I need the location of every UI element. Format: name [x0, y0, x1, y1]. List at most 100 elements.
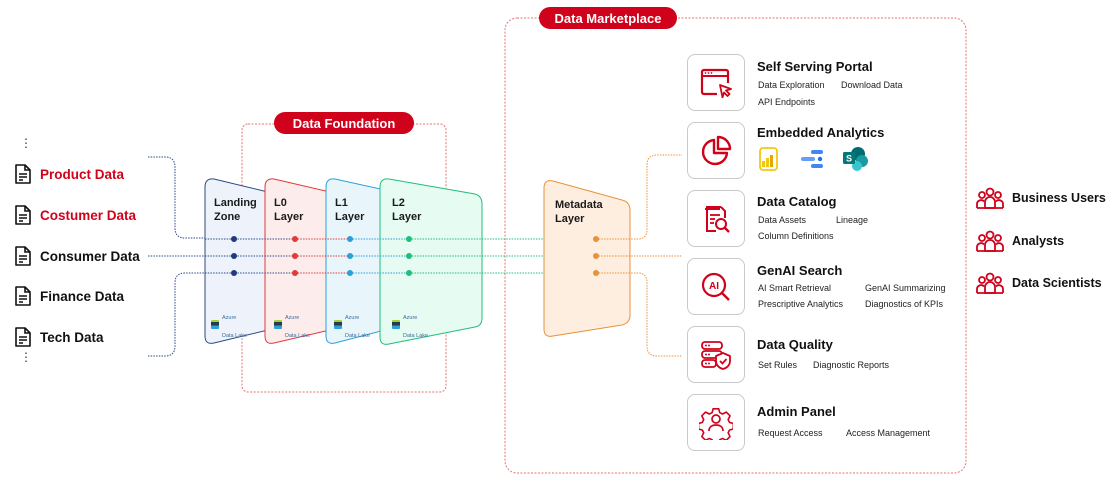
svg-text:S: S — [846, 154, 852, 164]
more-sources-top-icon: ⋮ — [20, 136, 32, 150]
l1-dot-1 — [347, 236, 353, 242]
azure-data-lake-icon — [334, 319, 342, 329]
azure-data-lake-icon — [211, 319, 219, 329]
l2-dot-1 — [406, 236, 412, 242]
service-feature: Lineage — [836, 215, 869, 225]
l1-dot-3 — [347, 270, 353, 276]
document-icon — [15, 205, 31, 225]
service-feature: Download Data — [841, 80, 903, 90]
sharepoint-icon: S — [843, 147, 868, 171]
user-group-icon — [976, 272, 1004, 294]
metadata-dot-2 — [593, 253, 599, 259]
storage-line2: Data Lake — [345, 333, 371, 339]
service-feature: GenAI Summarizing — [865, 283, 946, 293]
storage-line2: Data Lake — [403, 333, 429, 339]
data-quality-card[interactable] — [687, 326, 745, 383]
layer-label-line2: Layer — [555, 213, 585, 225]
service-title: Data Quality — [757, 337, 833, 352]
consumer-analysts[interactable]: Analysts — [976, 230, 1064, 252]
landing-dot-3 — [231, 270, 237, 276]
connector-lower-sources — [148, 272, 206, 357]
browser-cursor-icon — [700, 68, 732, 98]
l0-dot-3 — [292, 270, 298, 276]
l0-dot-1 — [292, 236, 298, 242]
layer-label-line2: Layer — [274, 211, 304, 223]
service-feature: AI Smart Retrieval — [758, 283, 832, 293]
service-feature: Column Definitions — [758, 231, 834, 241]
document-search-icon — [705, 205, 730, 233]
storage-line1: Azure — [345, 315, 360, 321]
storage-line1: Azure — [285, 315, 300, 321]
layer-label-line2: Layer — [392, 211, 422, 223]
service-feature: Prescriptive Analytics — [758, 299, 844, 309]
azure-data-lake-icon — [392, 319, 400, 329]
source-consumer-data[interactable]: Consumer Data — [14, 245, 140, 267]
document-icon — [15, 164, 31, 184]
metadata-dot-3 — [593, 270, 599, 276]
service-feature: Data Assets — [758, 215, 807, 225]
landing-zone-label: Landing Zone — [214, 196, 257, 224]
consumer-business-users[interactable]: Business Users — [976, 187, 1106, 209]
power-bi-icon — [759, 147, 778, 171]
consumer-label: Analysts — [1012, 234, 1065, 248]
admin-panel-card[interactable] — [687, 394, 745, 451]
l0-dot-2 — [292, 253, 298, 259]
document-icon — [15, 246, 31, 266]
l0-layer-label: L0 Layer — [274, 196, 303, 224]
more-sources-bottom-icon: ⋮ — [20, 350, 32, 364]
looker-studio-icon — [801, 150, 823, 168]
l2-layer-label: L2 Layer — [392, 196, 421, 224]
layer-label-line2: Layer — [335, 211, 365, 223]
service-feature: API Endpoints — [758, 97, 816, 107]
azure-data-lake-icon — [274, 319, 282, 329]
source-product-data[interactable]: Product Data — [14, 163, 124, 185]
l2-dot-2 — [406, 253, 412, 259]
connector-metadata-lower — [596, 272, 682, 357]
landing-dot-2 — [231, 253, 237, 259]
pie-chart-icon — [701, 135, 732, 165]
metadata-layer-shape — [543, 180, 631, 337]
layer-label-line1: L0 — [274, 197, 287, 209]
service-title: Admin Panel — [757, 404, 836, 419]
embedded-analytics-card[interactable] — [687, 122, 745, 179]
layer-label-line1: Landing — [214, 197, 257, 209]
source-costumer-data[interactable]: Costumer Data — [14, 204, 136, 226]
user-group-icon — [976, 230, 1004, 252]
data-foundation-title: Data Foundation — [274, 112, 414, 134]
layer-label-line1: L2 — [392, 197, 405, 209]
l2-dot-3 — [406, 270, 412, 276]
source-tech-data[interactable]: Tech Data — [14, 326, 104, 348]
storage-line1: Azure — [403, 315, 418, 321]
data-marketplace-title: Data Marketplace — [539, 7, 677, 29]
server-shield-icon — [701, 340, 731, 370]
connector-metadata-upper — [596, 154, 682, 240]
service-feature: Diagnostic Reports — [813, 360, 890, 370]
data-catalog-card[interactable] — [687, 190, 745, 247]
layer-label-line1: Metadata — [555, 199, 603, 211]
self-serving-portal-card[interactable] — [687, 54, 745, 111]
genai-search-card[interactable]: AI — [687, 258, 745, 315]
data-marketplace-frame — [504, 17, 967, 474]
service-title: Self Serving Portal — [757, 59, 873, 74]
consumer-label: Business Users — [1012, 191, 1106, 205]
source-finance-data[interactable]: Finance Data — [14, 285, 124, 307]
storage-line2: Data Lake — [285, 333, 311, 339]
source-label: Consumer Data — [40, 248, 140, 264]
l1-layer-label: L1 Layer — [335, 196, 364, 224]
source-label: Product Data — [40, 166, 125, 182]
service-title: Embedded Analytics — [757, 125, 885, 140]
metadata-dot-1 — [593, 236, 599, 242]
service-feature: Set Rules — [758, 360, 798, 370]
consumer-data-scientists[interactable]: Data Scientists — [976, 272, 1102, 294]
layer-label-line2: Zone — [214, 211, 241, 223]
l1-dot-2 — [347, 253, 353, 259]
service-feature: Data Exploration — [758, 80, 825, 90]
consumer-label: Data Scientists — [1012, 276, 1102, 290]
connector-upper-sources — [148, 156, 206, 239]
document-icon — [15, 286, 31, 306]
